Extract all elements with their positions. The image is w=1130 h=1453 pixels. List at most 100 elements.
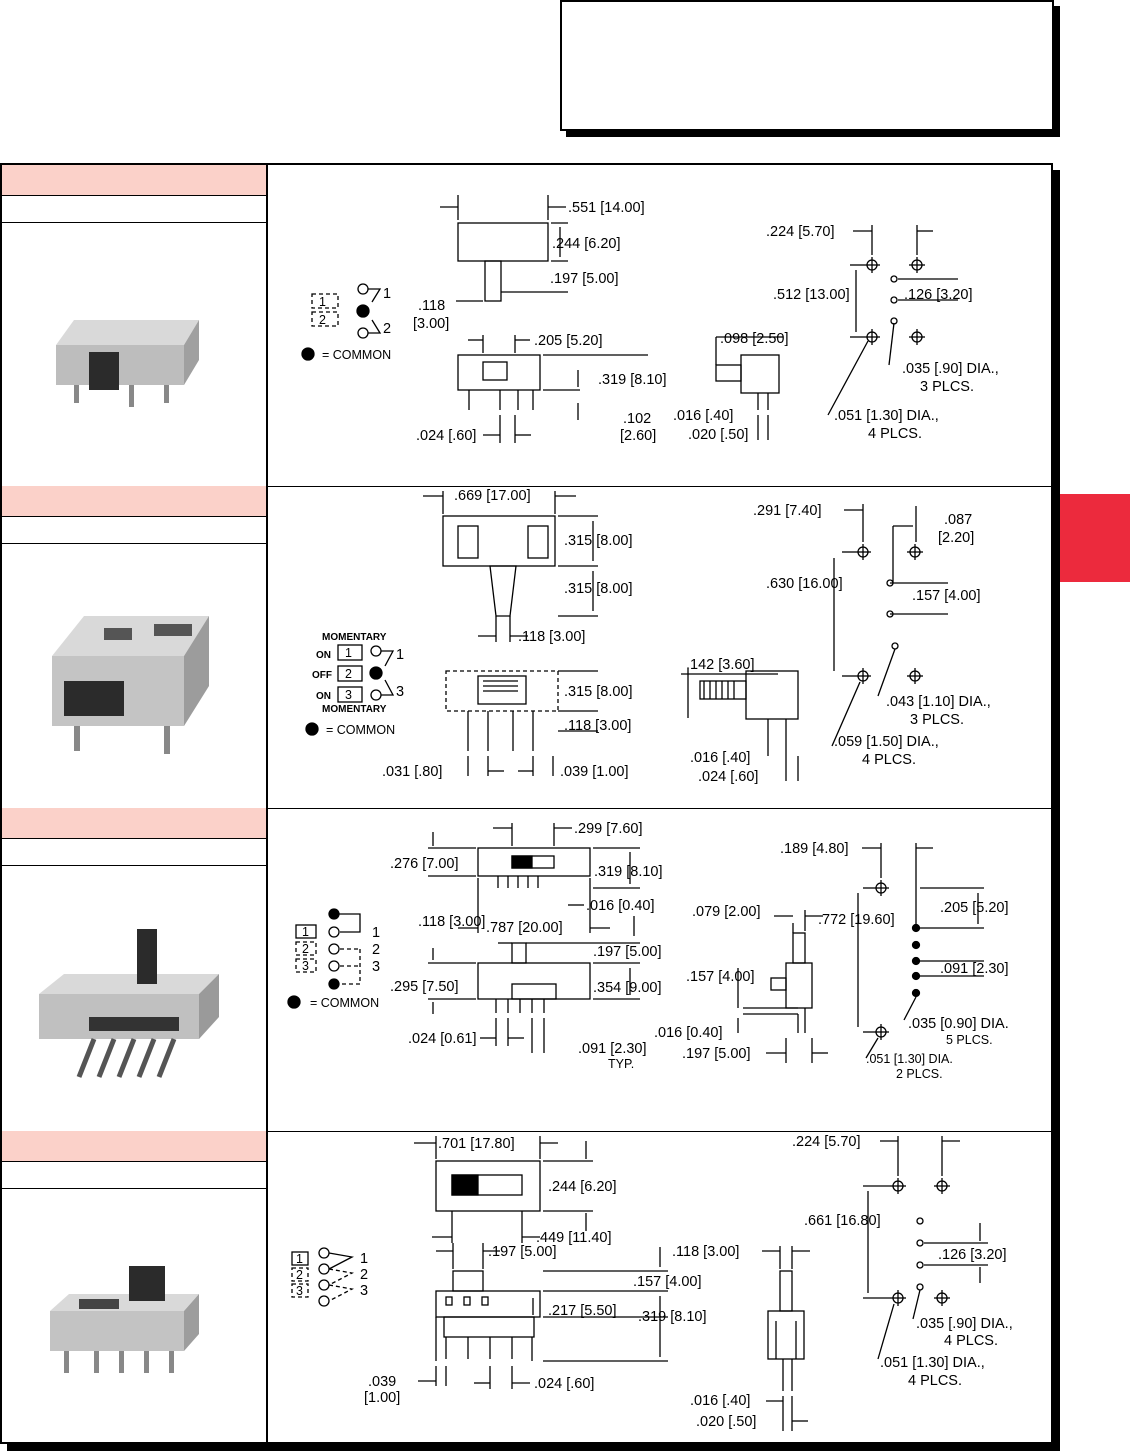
product-title-bar [2,808,266,839]
dimension-label: .039 [1.00] [560,764,629,780]
dimension-label: .661 [16.80] [804,1213,881,1229]
dimension-label: .016 [0.40] [586,898,655,914]
dimension-label: .102 [623,411,651,427]
pos-label: 1 [383,286,391,302]
switch-photo-image [56,319,199,407]
circuit-schematic-1: 1 2 1 2 = COMMON [301,283,391,362]
dimension-label: 3 PLCS. [920,379,974,395]
circuit-schematic-2: MOMENTARY ON 1 OFF 2 ON 3 MOMENTARY 1 3 [305,632,404,737]
dimension-label: 1 [360,1251,368,1267]
dimension-label: [1.00] [364,1390,400,1406]
dimension-label: .098 [2.50] [720,331,789,347]
dimension-label: MOMENTARY [322,704,387,715]
product-row-2: MOMENTARY ON 1 OFF 2 ON 3 MOMENTARY 1 3 [2,486,1051,809]
dimension-label: .118 [418,298,445,314]
dimension-label: .126 [3.20] [938,1247,1007,1263]
product-row-1: 1 2 1 2 = COMMON .551 [2,165,1051,487]
catalog-table: 1 2 1 2 = COMMON .551 [0,163,1053,1444]
dimension-label: .276 [7.00] [390,856,459,872]
circuit-schematic-4: 1 2 3 1 2 3 [291,1247,368,1307]
dimension-label: .299 [7.60] [574,821,643,837]
header-box [560,0,1054,131]
dimension-label: .091 [2.30] [578,1041,647,1057]
dimension-label: 1 [319,295,326,309]
dimension-label: .020 [.50] [696,1414,756,1430]
dimension-label: .051 [1.30] DIA. [866,1052,953,1066]
product-subtitle-bar [2,1162,266,1189]
dimension-label: 3 [296,1284,303,1298]
dimension-label: 3 [345,688,352,702]
dimension-label: 4 PLCS. [868,426,922,442]
dimension-label: .224 [5.70] [792,1134,861,1150]
dimension-label: ON [316,650,331,661]
dimension-label: .197 [5.00] [682,1046,751,1062]
dimension-label: 1 [372,925,380,941]
dimension-label: 2 [319,313,326,327]
dimension-label: 1 [302,925,309,939]
dimension-label: 1 [396,647,404,663]
dimension-label: 3 [396,684,404,700]
dimension-label: .016 [.40] [690,750,750,766]
dimension-label: .701 [17.80] [438,1136,515,1152]
dimension-label: 2 [302,942,309,956]
dimension-label: .197 [5.00] [593,944,662,960]
dimension-label: = COMMON [310,996,379,1010]
dimension-label: .118 [3.00] [518,629,585,645]
switch-photo-image [50,1265,199,1373]
switch-photo-image [39,928,219,1078]
dimension-label: .035 [.90] DIA., [916,1316,1013,1332]
dimension-label: .024 [.60] [698,769,758,785]
product-info-3 [2,808,268,1131]
product-row-4: 1 2 3 1 2 3 . [2,1131,1051,1442]
dimension-label: 2 [360,1267,368,1283]
dimension-label: .079 [2.00] [692,904,761,920]
dimension-label: .142 [3.60] [686,657,755,673]
dimension-drawing-1: 1 2 1 2 = COMMON .551 [301,195,999,444]
product-photo-1 [2,223,266,486]
dimension-label: .205 [5.20] [534,333,603,349]
dimension-label: 4 PLCS. [862,752,916,768]
dimension-label: .157 [4.00] [912,588,981,604]
dimension-label: .197 [5.00] [550,271,619,287]
dimension-label: [3.00] [413,316,449,332]
product-subtitle-bar [2,196,266,223]
product-title-bar [2,486,266,517]
dimension-label: .295 [7.50] [390,979,459,995]
dimension-label: .354 [9.00] [593,980,662,996]
dimension-label: .772 [19.60] [818,912,895,928]
dimension-label: .118 [3.00] [564,718,631,734]
common-legend: = COMMON [322,348,391,362]
dimension-label: .043 [1.10] DIA., [886,694,991,710]
product-drawing-1: 1 2 1 2 = COMMON .551 [268,165,1051,486]
dimension-label: .224 [5.70] [766,224,835,240]
dimension-label: .244 [6.20] [548,1179,617,1195]
circuit-schematic-3: 1 2 3 1 2 3 = COMMON [287,908,380,1010]
product-drawing-4: 1 2 3 1 2 3 . [268,1131,1051,1442]
dimension-label: .189 [4.80] [780,841,849,857]
dimension-label: .319 [8.10] [594,864,663,880]
dimension-label: .197 [5.00] [488,1244,557,1260]
product-drawing-2: MOMENTARY ON 1 OFF 2 ON 3 MOMENTARY 1 3 [268,486,1051,808]
dimension-label: .449 [11.40] [536,1230,612,1246]
dimension-label: .315 [8.00] [564,533,633,549]
dimension-label: .157 [4.00] [686,969,755,985]
dimension-label: 3 [360,1283,368,1299]
product-photo-3 [2,866,266,1131]
dimension-label: OFF [312,670,332,681]
dimension-label: .051 [1.30] DIA., [880,1355,985,1371]
dimension-label: 4 PLCS. [908,1373,962,1389]
dimension-label: .217 [5.50] [548,1303,617,1319]
dimension-label: 3 PLCS. [910,712,964,728]
dimension-label: .315 [8.00] [564,684,633,700]
product-info-4 [2,1131,268,1442]
dimension-label: .016 [.40] [673,408,733,424]
product-info-1 [2,165,268,486]
dimension-label: 2 [296,1268,303,1282]
dimension-label: .118 [3.00] [418,914,485,930]
dimension-label: .059 [1.50] DIA., [834,734,939,750]
dimension-label: = COMMON [326,723,395,737]
dimension-label: ON [316,691,331,702]
dimension-label: .319 [8.10] [638,1309,707,1325]
dimension-label: 1 [345,646,352,660]
dimension-label: .024 [0.61] [408,1031,477,1047]
